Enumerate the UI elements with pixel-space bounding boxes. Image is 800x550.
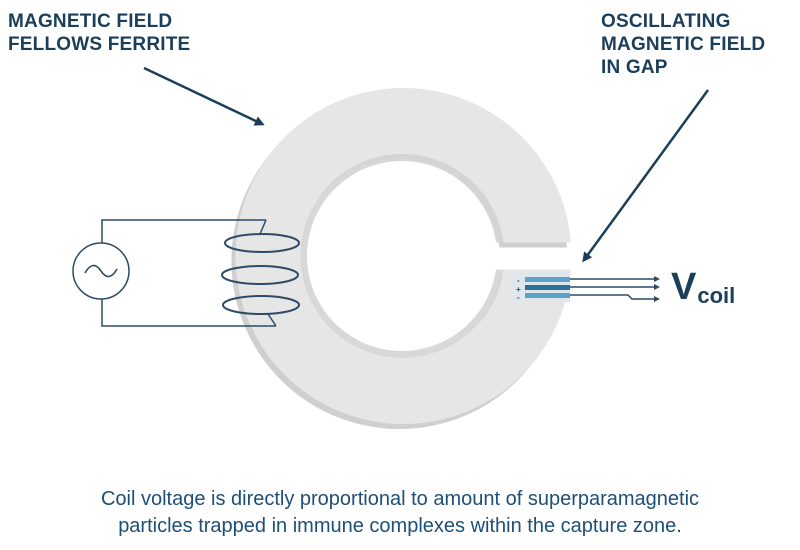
voltage-symbol: V	[671, 266, 697, 308]
ferrite-inner-shade	[300, 154, 504, 358]
ferrite-core-body	[235, 88, 571, 425]
output-lead-arrows	[654, 276, 660, 302]
wire-top	[101, 219, 266, 243]
sensor-stripe	[525, 277, 570, 282]
voltage-subscript: coil	[697, 283, 736, 308]
output-voltage-label: Vcoil	[671, 266, 735, 309]
ac-source-circuit	[72, 219, 276, 327]
label-line: OSCILLATING	[601, 11, 731, 32]
callout-arrow-right	[582, 89, 710, 263]
sensor-pin-label: -	[517, 293, 520, 302]
label-line: MAGNETIC FIELD	[601, 34, 766, 55]
coil-turn	[224, 233, 300, 253]
coil-turn	[221, 265, 299, 285]
sensor-stripe	[525, 285, 570, 290]
coil-turn	[222, 295, 300, 315]
coil-winding	[221, 219, 300, 327]
caption-line: particles trapped in immune complexes wi…	[118, 515, 682, 537]
label-line: FELLOWS FERRITE	[8, 34, 191, 55]
output-leads	[570, 278, 654, 300]
gap-sensor: - + -	[512, 272, 570, 302]
ac-source-icon	[72, 242, 130, 300]
sensor-stripe	[525, 293, 570, 298]
ferrite-core	[231, 88, 571, 430]
caption-line: Coil voltage is directly proportional to…	[100, 488, 700, 510]
label-line: IN GAP	[601, 57, 668, 78]
gap-field-label: OSCILLATING MAGNETIC FIELD IN GAP	[601, 10, 765, 79]
sensor-pin-label: +	[516, 285, 521, 294]
label-line: MAGNETIC FIELD	[8, 11, 173, 32]
sensor-pin-label: -	[517, 276, 520, 285]
wire-bottom	[101, 298, 276, 327]
caption: Coil voltage is directly proportional to…	[0, 486, 800, 540]
ferrite-field-label: MAGNETIC FIELD FELLOWS FERRITE	[8, 10, 190, 56]
callout-arrow-left	[143, 66, 265, 126]
